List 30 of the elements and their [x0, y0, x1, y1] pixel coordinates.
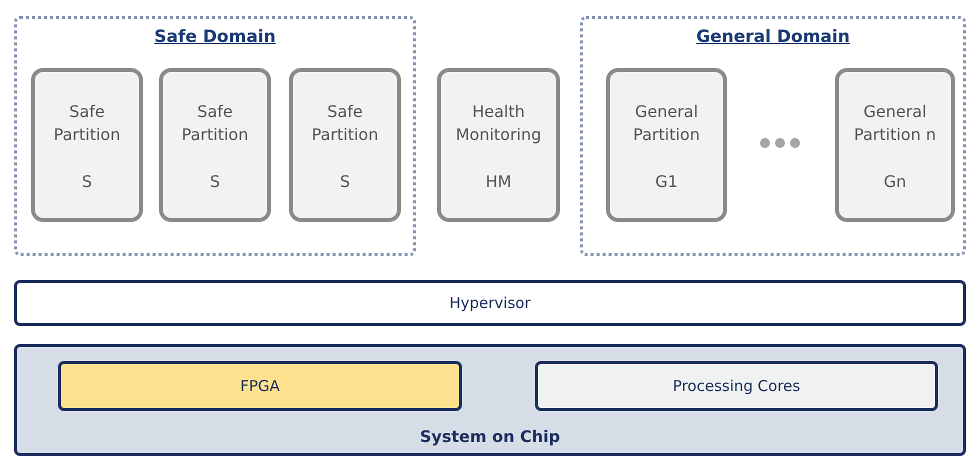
domain-title: General Domain: [696, 26, 850, 49]
partition-name: Safe Partition: [52, 101, 122, 146]
partition-box: [606, 68, 727, 222]
domain-title: Safe Domain: [154, 26, 276, 49]
domain-group: [14, 16, 416, 256]
partition-id: G1: [654, 171, 679, 193]
component-label: FPGA: [240, 376, 280, 397]
partition-id: HM: [484, 171, 512, 193]
domain-group: [580, 16, 966, 256]
partition-box: [835, 68, 955, 222]
partition-box: [31, 68, 143, 222]
layer-label: System on Chip: [420, 426, 560, 448]
layer-panel: [14, 344, 966, 456]
component-label: Processing Cores: [672, 376, 800, 397]
layer-label: Hypervisor: [449, 292, 531, 314]
partition-id: S: [338, 171, 352, 193]
partition-id: S: [80, 171, 94, 193]
partition-name: Safe Partition: [180, 101, 250, 146]
partition-id: Gn: [882, 171, 908, 193]
partition-box: [289, 68, 401, 222]
partition-name: Safe Partition: [310, 101, 380, 146]
partition-id: S: [208, 171, 222, 193]
partition-box: [159, 68, 271, 222]
layer-bar: [14, 280, 966, 326]
component-box: [535, 361, 938, 411]
component-box: [58, 361, 462, 411]
partition-name: General Partition n: [853, 101, 937, 146]
partition-name: General Partition: [632, 101, 701, 146]
partition-box: [437, 68, 560, 222]
partition-name: Health Monitoring: [454, 101, 542, 146]
